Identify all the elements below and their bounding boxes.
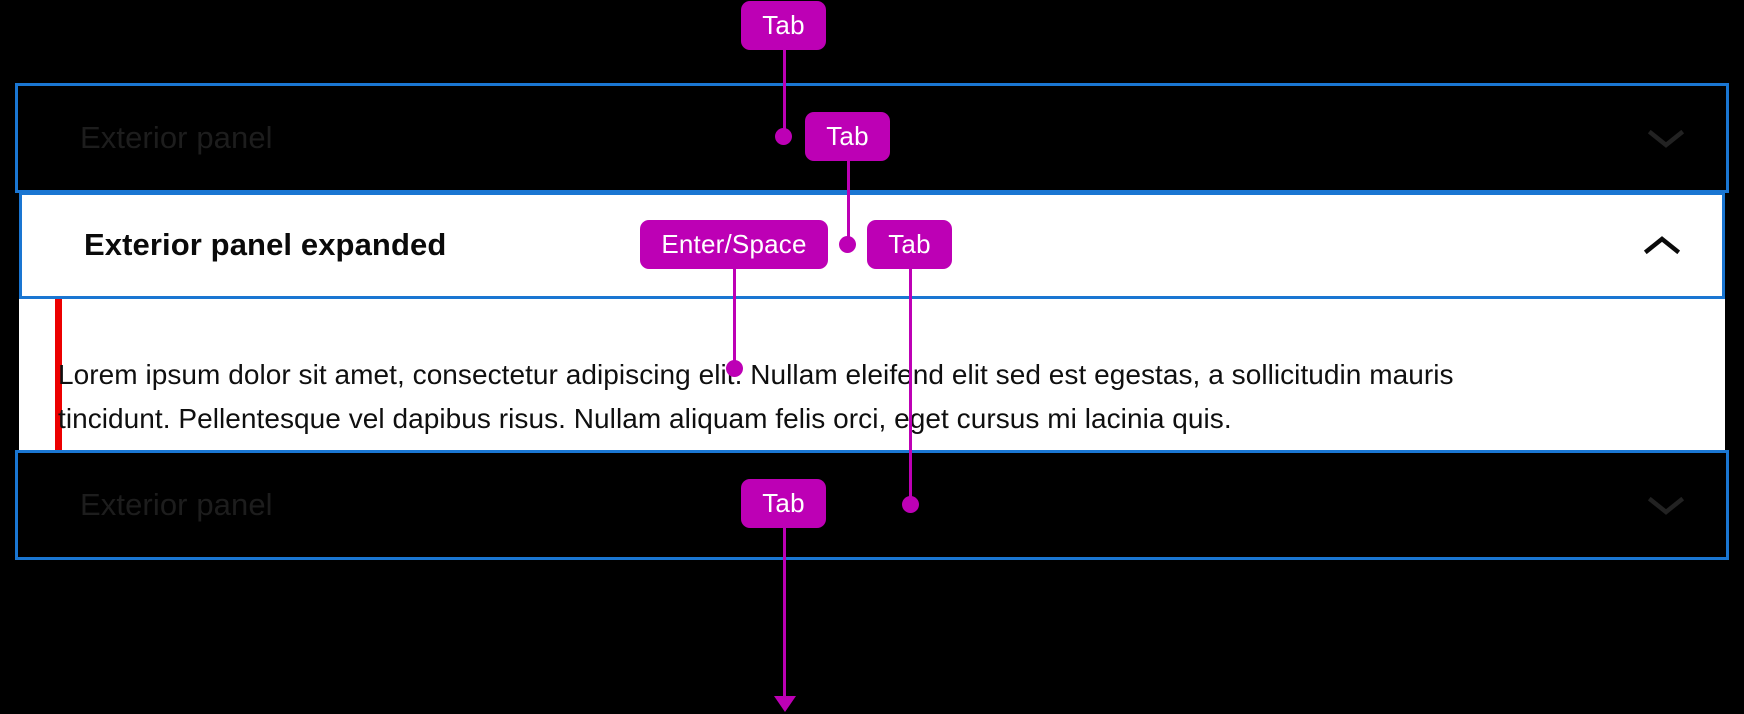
key-badge-label: Tab bbox=[888, 229, 931, 259]
panel-header[interactable]: Exterior panel expanded bbox=[22, 195, 1722, 296]
connector-line-badge-3 bbox=[733, 269, 736, 368]
panel-header[interactable]: Exterior panel bbox=[18, 453, 1726, 557]
accordion-panel-collapsed-top[interactable]: Exterior panel bbox=[15, 83, 1729, 193]
panel-body-gutter bbox=[0, 299, 19, 450]
key-badge-label: Tab bbox=[762, 488, 805, 518]
connector-line-badge-2 bbox=[847, 161, 850, 243]
connector-dot-badge-4 bbox=[902, 496, 919, 513]
connector-line-badge-5 bbox=[783, 528, 786, 698]
key-badge-label: Tab bbox=[762, 10, 805, 40]
chevron-down-icon[interactable] bbox=[1646, 126, 1686, 150]
key-badge-tab-4[interactable]: Tab bbox=[741, 479, 826, 528]
panel-accent-rail bbox=[55, 299, 62, 450]
panel-title: Exterior panel bbox=[80, 486, 273, 522]
panel-header[interactable]: Exterior panel bbox=[18, 86, 1726, 190]
connector-arrow-badge-5 bbox=[774, 696, 796, 712]
panel-body-text: Lorem ipsum dolor sit amet, consectetur … bbox=[58, 359, 1454, 434]
panel-title: Exterior panel bbox=[80, 119, 273, 155]
key-badge-label: Enter/Space bbox=[661, 229, 807, 259]
connector-line-badge-1 bbox=[783, 50, 786, 134]
accordion-panel-body: Lorem ipsum dolor sit amet, consectetur … bbox=[19, 299, 1725, 450]
connector-line-badge-4 bbox=[909, 269, 912, 508]
panel-title: Exterior panel expanded bbox=[84, 227, 447, 263]
connector-dot-badge-2 bbox=[839, 236, 856, 253]
chevron-down-icon[interactable] bbox=[1646, 493, 1686, 517]
key-badge-enter-space[interactable]: Enter/Space bbox=[640, 220, 828, 269]
accordion-panel-collapsed-bottom[interactable]: Exterior panel bbox=[15, 450, 1729, 560]
key-badge-label: Tab bbox=[826, 121, 869, 151]
connector-dot-badge-1 bbox=[775, 128, 792, 145]
connector-dot-badge-3 bbox=[726, 360, 743, 377]
key-badge-tab-1[interactable]: Tab bbox=[741, 1, 826, 50]
key-badge-tab-2[interactable]: Tab bbox=[805, 112, 890, 161]
key-badge-tab-3[interactable]: Tab bbox=[867, 220, 952, 269]
chevron-up-icon[interactable] bbox=[1642, 234, 1682, 258]
